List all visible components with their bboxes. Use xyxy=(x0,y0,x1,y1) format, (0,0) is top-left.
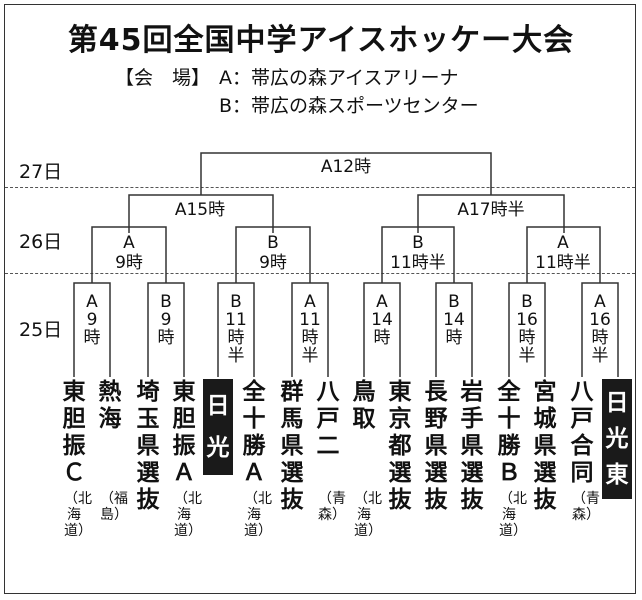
team-4: 東胆振Ａ xyxy=(172,379,196,486)
team-8-pref: （青森） xyxy=(318,491,346,523)
venue-b: B：帯広の森スポーツセンター xyxy=(219,95,479,117)
day-27: 27日 xyxy=(19,161,63,183)
team-8: 八戸二 xyxy=(316,379,340,459)
team-15: 八戸合同 xyxy=(570,379,594,486)
qf-label-3: B 11時半 xyxy=(385,233,451,273)
r1-4-line xyxy=(291,282,329,377)
page-title: 第45回全国中学アイスホッケー大会 xyxy=(67,23,575,58)
qf-2-line xyxy=(235,226,311,283)
team-7: 群馬県選抜 xyxy=(280,379,304,513)
final-line xyxy=(200,152,492,195)
r1-7-line xyxy=(508,282,546,377)
team-15-pref: （青森） xyxy=(572,491,600,523)
team-1: 東胆振Ｃ xyxy=(62,379,86,486)
team-13-pref: （北海道） xyxy=(499,491,527,539)
team-4-pref: （北海道） xyxy=(174,491,202,539)
team-14: 宮城県選抜 xyxy=(533,379,557,513)
r1-1-line xyxy=(73,282,111,377)
bracket-lines xyxy=(73,152,619,377)
semi-label-1: A15時 xyxy=(163,200,237,220)
qf-label-4: A 11時半 xyxy=(530,233,596,273)
team-6-pref: （北海道） xyxy=(244,491,272,539)
team-6: 全十勝Ａ xyxy=(242,379,266,486)
team-9: 鳥取 xyxy=(352,379,376,432)
final-label: A12時 xyxy=(306,157,386,177)
semi-left-line xyxy=(128,194,274,241)
r1-label-7: B16時半 xyxy=(516,292,538,366)
team-11: 長野県選抜 xyxy=(424,379,448,513)
day-26: 26日 xyxy=(19,231,63,253)
team-13: 全十勝Ｂ xyxy=(497,379,521,486)
r1-label-3: B11時半 xyxy=(225,292,247,366)
r1-label-4: A11時半 xyxy=(299,292,321,366)
r1-label-1: A9時 xyxy=(81,293,103,347)
team-12: 岩手県選抜 xyxy=(460,379,484,513)
day-25: 25日 xyxy=(19,319,63,341)
qf-1-line xyxy=(91,226,167,283)
divider-27 xyxy=(5,187,635,188)
r1-label-8: A16時半 xyxy=(589,292,611,366)
team-3: 埼玉県選抜 xyxy=(136,379,160,513)
r1-6-line xyxy=(435,282,473,377)
venue-label: 【会 場】 xyxy=(115,67,211,89)
semi-label-2: A17時半 xyxy=(441,200,541,220)
team-1-pref: （北海道） xyxy=(64,491,92,539)
r1-label-2: B9時 xyxy=(155,293,177,347)
bracket-frame: 第45回全国中学アイスホッケー大会 【会 場】 A：帯広の森アイスアリーナ B：… xyxy=(4,4,636,594)
team-2-pref: （福島） xyxy=(100,491,128,523)
r1-label-5: A14時 xyxy=(371,292,393,348)
team-16-highlight: 日光東 xyxy=(602,379,632,499)
r1-5-line xyxy=(363,282,401,377)
r1-label-6: B14時 xyxy=(443,292,465,348)
team-5-highlight: 日光 xyxy=(203,379,233,475)
r1-3-line xyxy=(217,282,255,377)
qf-label-1: A 9時 xyxy=(105,233,153,273)
r1-8-line xyxy=(581,282,619,377)
team-10: 東京都選抜 xyxy=(388,379,412,513)
r1-2-line xyxy=(147,282,185,377)
semi-right-line xyxy=(417,194,565,241)
team-2: 熱海 xyxy=(98,379,122,432)
qf-3-line xyxy=(381,226,455,283)
team-9-pref: （北海道） xyxy=(354,491,382,539)
qf-4-line xyxy=(526,226,601,283)
venue-a: A：帯広の森アイスアリーナ xyxy=(219,67,459,89)
qf-label-2: B 9時 xyxy=(249,233,297,273)
divider-26 xyxy=(5,273,635,274)
